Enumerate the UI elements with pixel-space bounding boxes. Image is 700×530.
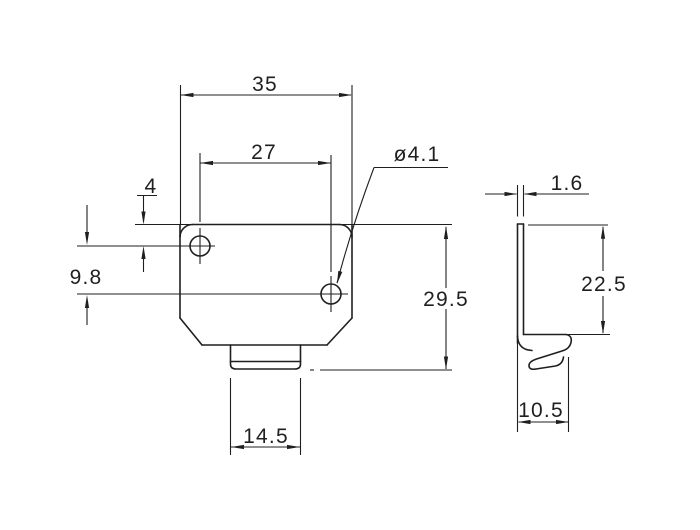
dim-overall-height-label: 29.5	[423, 288, 469, 311]
dim-hook-depth: 10.5	[516, 343, 570, 432]
side-hook-curl	[528, 333, 573, 371]
dim-tab-width-label: 14.5	[243, 425, 289, 448]
arrow-16-right-point	[504, 191, 517, 197]
arrow-105-left	[518, 419, 531, 425]
dim-hole-pitch: 27	[199, 141, 332, 272]
dim-overall-width: 35	[180, 73, 352, 98]
leader-arrow	[337, 270, 343, 284]
arrow-145-right	[287, 444, 300, 450]
dim-hole-row-spacing: 9.8	[70, 205, 103, 325]
arrow-105-right	[556, 419, 569, 425]
front-chamfer-left	[179, 317, 203, 346]
side-bend-outer	[516, 335, 533, 352]
arrow-35-left	[180, 92, 194, 98]
dim-overall-height: 29.5	[310, 226, 469, 371]
dim-material-thickness: 1.6	[485, 172, 589, 217]
arrow-295-up	[443, 226, 449, 239]
leader-line	[336, 167, 375, 284]
front-view	[77, 85, 452, 370]
dim-top-to-first-hole-label: 4	[145, 175, 158, 198]
arrow-4-down	[141, 211, 146, 225]
dim-hole-diameter: ø4.1	[336, 143, 448, 284]
dim-hole-diameter-label: ø4.1	[394, 143, 441, 166]
dim-hole-pitch-label: 27	[251, 141, 277, 164]
front-corner-arc-left	[179, 223, 194, 238]
arrow-98-up	[84, 295, 90, 308]
arrow-98-down	[84, 232, 90, 245]
side-view	[516, 223, 573, 371]
dim-overall-width-label: 35	[252, 73, 278, 96]
front-chamfer-right	[326, 317, 353, 346]
arrow-295-down	[443, 356, 449, 370]
dim-hook-depth-label: 10.5	[518, 399, 564, 422]
arrow-225-up	[600, 225, 606, 239]
dim-material-thickness-label: 1.6	[551, 172, 584, 195]
arrow-225-down	[600, 321, 606, 334]
dim-flange-height-label: 22.5	[581, 273, 627, 296]
dim-top-to-first-hole: 4	[137, 175, 157, 272]
front-tab-outline	[229, 344, 302, 370]
arrow-145-left	[231, 444, 244, 450]
front-corner-arc-right	[338, 223, 353, 238]
arrow-27-left	[200, 160, 213, 166]
arrow-35-right	[339, 92, 352, 98]
arrow-27-right	[318, 160, 331, 166]
dim-tab-width: 14.5	[229, 378, 302, 455]
dim-hole-row-spacing-label: 9.8	[70, 266, 103, 289]
dim-flange-height: 22.5	[528, 224, 627, 336]
arrow-4-up	[141, 246, 146, 259]
